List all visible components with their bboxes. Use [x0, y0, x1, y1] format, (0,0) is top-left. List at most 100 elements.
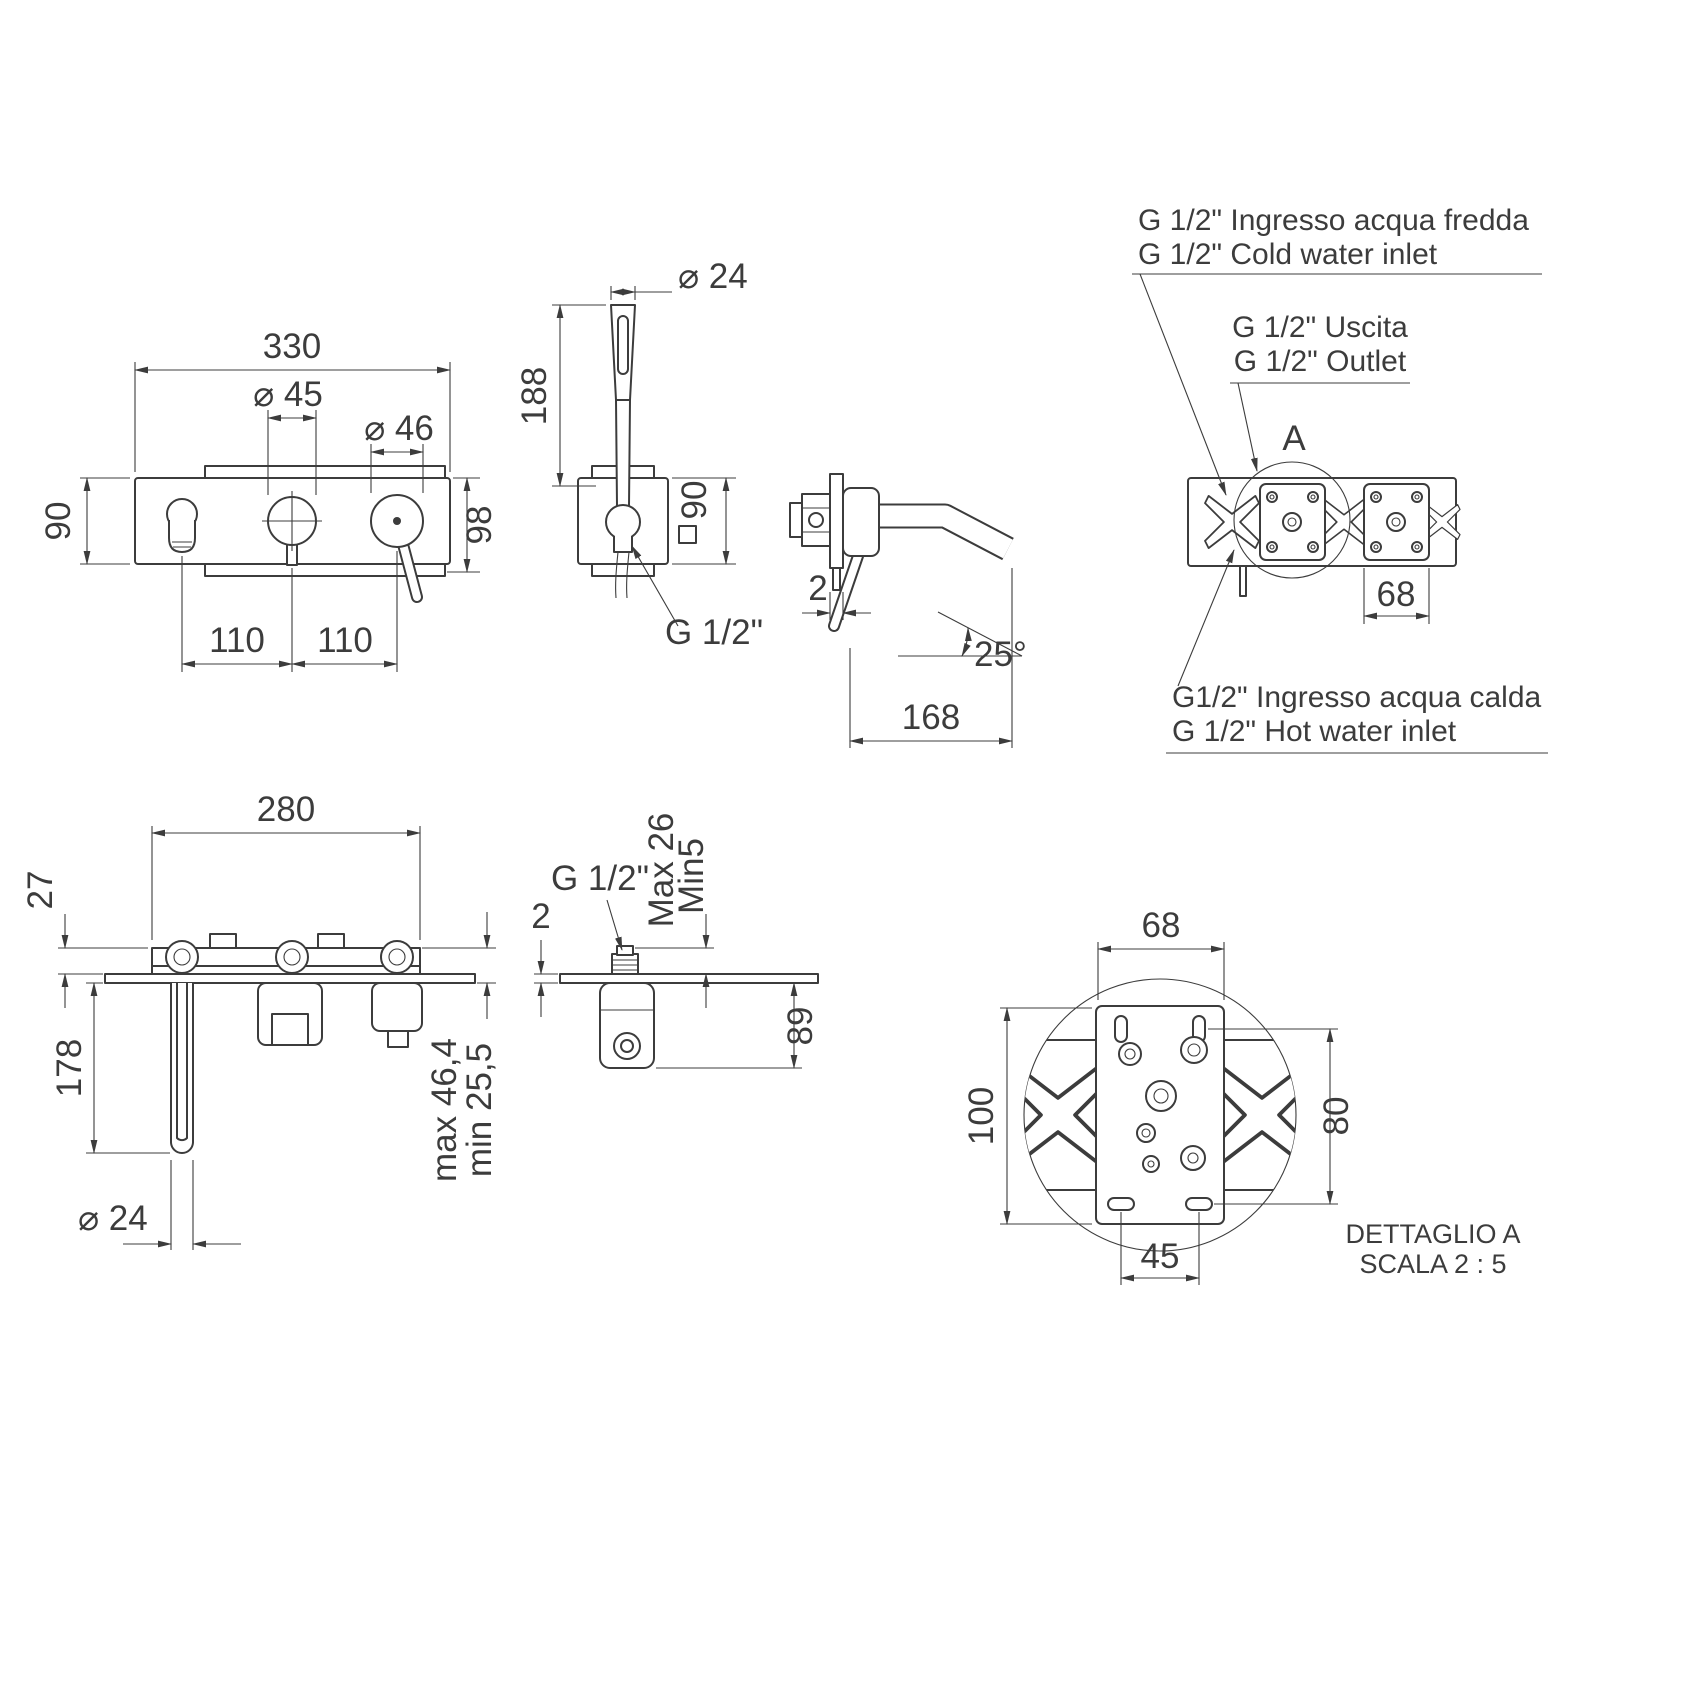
plan-view: 280 27 178 ⌀ 24 max 46,4 [21, 790, 499, 1250]
dim-plan-spout-length-label: 178 [50, 1039, 89, 1097]
front-spout [166, 498, 198, 553]
detail-caption: DETTAGLIO A SCALA 2 : 5 [1345, 1219, 1520, 1279]
dim-pitch-right-label: 110 [317, 621, 373, 660]
detail-a-marker: A [1282, 419, 1306, 458]
dim-handshower-diameter: ⌀ 24 [610, 257, 748, 300]
dim-handshower-length: 188 [515, 304, 606, 487]
dim-wall-depth-range: max 46,4 min 25,5 [422, 912, 499, 1182]
dim-detail-slot-pitch: 45 [1120, 1212, 1200, 1285]
dim-plan-width-label: 280 [257, 790, 315, 829]
handshower-thread-label: G 1/2" [665, 613, 763, 652]
cold-inlet-label-it: G 1/2" Ingresso acqua fredda [1138, 204, 1529, 237]
dim-detail-height: 100 [962, 1007, 1092, 1225]
section-thread-callout: G 1/2" [551, 859, 649, 951]
dim-right-knob-label: ⌀ 46 [364, 409, 434, 448]
side-body [842, 487, 880, 557]
outlet-callout: G 1/2" Uscita G 1/2" Outlet [1230, 311, 1410, 472]
wall-bracket-left [1204, 494, 1260, 550]
wall-bracket-right [1423, 503, 1461, 541]
rear-view: A 68 G 1/2" Ingresso acqua fredda G 1/2"… [1132, 204, 1548, 754]
dim-front-pitch: 110 110 [181, 551, 398, 672]
dim-handshower-plate-label: 90 [675, 481, 714, 520]
dim-protrusion-min-label: Min5 [672, 838, 711, 914]
dim-section-plate-thickness-label: 2 [531, 897, 550, 936]
valve-block-left [1259, 483, 1326, 561]
section-view: G 1/2" 2 Max 26 Min5 89 [531, 813, 820, 1069]
inwall-body [151, 933, 421, 975]
dim-plan-depth-label: 27 [21, 871, 60, 910]
section-thread-label: G 1/2" [551, 859, 649, 898]
detail-a-view: 68 100 80 45 DETTAGLIO A SCALA 2 : 5 [962, 906, 1521, 1285]
plan-spout [170, 982, 194, 1154]
dim-detail-slot-pitch-label: 45 [1141, 1237, 1180, 1276]
dim-handshower-plate: 90 [672, 477, 736, 565]
dim-front-plate-height: 90 [39, 477, 130, 565]
dim-handshower-length-label: 188 [515, 367, 554, 425]
side-plate [829, 473, 844, 569]
section-plate [559, 973, 819, 984]
detail-boundary-circle [1023, 978, 1297, 1252]
dim-detail-hole-pitch-label: 80 [1317, 1097, 1356, 1136]
dim-section-body-depth-label: 89 [781, 1007, 820, 1046]
dim-front-width-label: 330 [263, 327, 321, 366]
hot-water-callout: G1/2" Ingresso acqua calda G 1/2" Hot wa… [1166, 549, 1548, 754]
front-view: 330 ⌀ 45 ⌀ 46 90 98 [39, 327, 499, 672]
detail-caption-line2: SCALA 2 : 5 [1359, 1249, 1506, 1279]
dim-right-knob-diameter: ⌀ 46 [364, 409, 434, 493]
dim-rear-block-width-label: 68 [1377, 575, 1416, 614]
dim-handshower-diameter-label: ⌀ 24 [678, 257, 748, 296]
dim-center-knob-label: ⌀ 45 [253, 375, 323, 414]
dim-spout-reach-label: 168 [902, 698, 960, 737]
dim-wall-min-label: min 25,5 [460, 1043, 499, 1177]
dim-wall-max-label: max 46,4 [425, 1038, 464, 1182]
plan-center-knob [257, 982, 323, 1046]
hot-inlet-label-it: G1/2" Ingresso acqua calda [1172, 681, 1542, 714]
dim-detail-hole-pitch: 80 [1208, 1028, 1356, 1205]
dim-plan-spout-length: 178 [50, 982, 170, 1154]
dim-rear-block-width: 68 [1363, 568, 1430, 624]
square-symbol [678, 525, 697, 544]
spout-side-view: 2 25° 168 [789, 473, 1027, 748]
section-connector [611, 945, 639, 975]
dim-center-knob-diameter: ⌀ 45 [253, 375, 323, 495]
outlet-stub [1239, 565, 1247, 597]
cold-water-callout: G 1/2" Ingresso acqua fredda G 1/2" Cold… [1132, 204, 1542, 496]
detail-a-circle [1233, 461, 1351, 579]
dim-plan-spout-diameter-label: ⌀ 24 [78, 1199, 148, 1238]
dim-section-plate-thickness: 2 [531, 897, 558, 1017]
inwall-valve [789, 493, 831, 547]
front-lever-handle [370, 494, 424, 603]
outlet-label-en: G 1/2" Outlet [1234, 345, 1407, 378]
front-center-knob [262, 491, 322, 566]
dim-protrusion-range: Max 26 Min5 [635, 813, 714, 1008]
dim-plan-spout-diameter: ⌀ 24 [78, 1160, 241, 1250]
detail-caption-line1: DETTAGLIO A [1345, 1219, 1520, 1249]
detail-plate [1095, 1005, 1225, 1225]
handshower-view: ⌀ 24 188 90 G 1/2" [515, 257, 763, 652]
dim-front-body-height: 98 [447, 477, 499, 573]
dim-plan-width: 280 [151, 790, 421, 940]
dim-plan-depth: 27 [21, 871, 148, 1008]
dim-protrusion-max-label: Max 26 [642, 813, 681, 928]
valve-block-right [1363, 483, 1430, 561]
plan-plate [104, 973, 476, 984]
dim-spout-reach: 168 [849, 568, 1013, 748]
handshower-thread-callout: G 1/2" [631, 545, 763, 652]
outlet-label-it: G 1/2" Uscita [1232, 311, 1408, 344]
dim-detail-width: 68 [1097, 906, 1225, 1000]
plan-lever-handle [371, 982, 423, 1048]
cold-inlet-label-en: G 1/2" Cold water inlet [1138, 238, 1438, 271]
dim-section-body-depth: 89 [656, 982, 820, 1069]
dim-pitch-left-label: 110 [209, 621, 265, 660]
dim-spout-angle: 25° [898, 611, 1027, 674]
dim-plate-thickness: 2 [802, 569, 871, 620]
dim-front-body-height-label: 98 [460, 506, 499, 545]
handshower-wand [605, 304, 641, 599]
dim-front-plate-height-label: 90 [39, 502, 78, 541]
section-body [599, 982, 655, 1069]
dim-plate-thickness-label: 2 [808, 569, 827, 608]
dim-detail-width-label: 68 [1142, 906, 1181, 945]
dim-front-width: 330 [134, 327, 451, 472]
